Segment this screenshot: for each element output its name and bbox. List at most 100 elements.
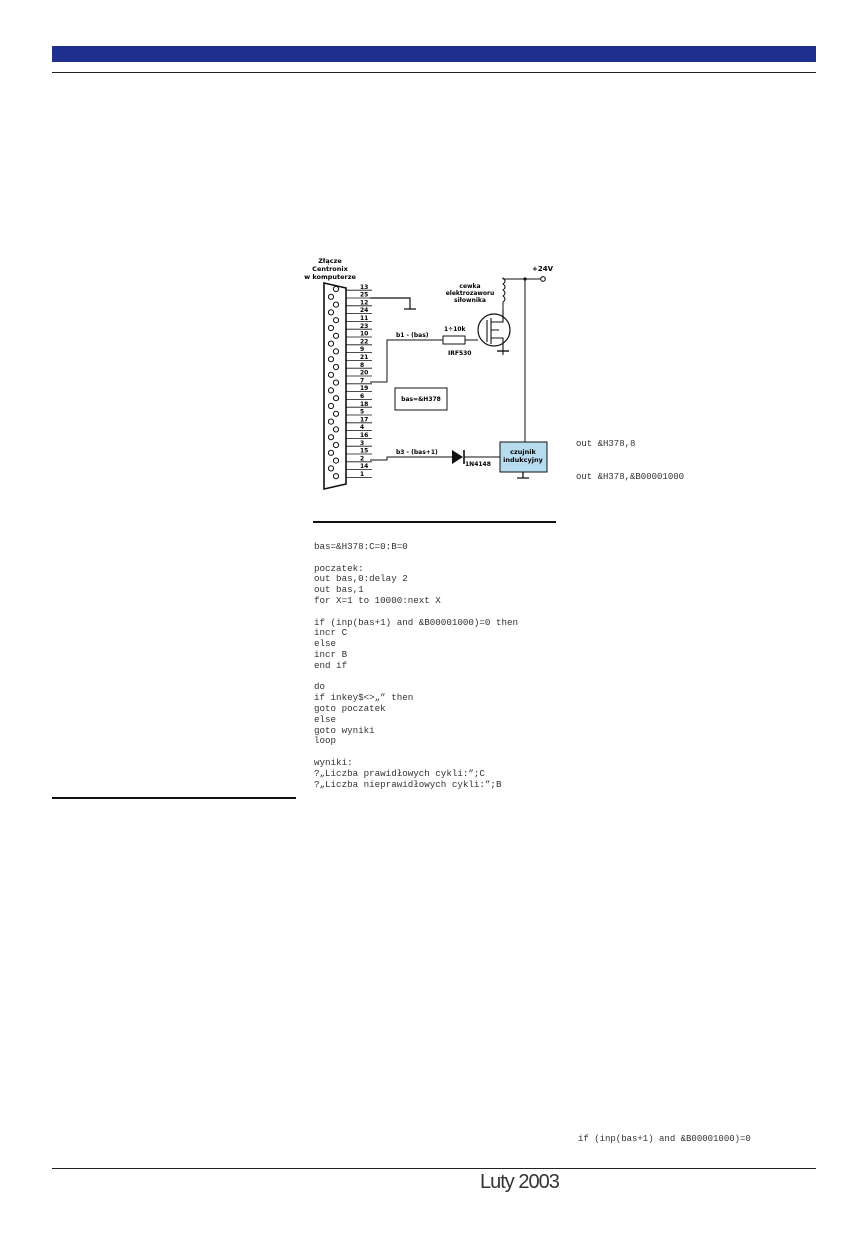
code-line: incr B	[314, 648, 348, 660]
pin-number: 21	[360, 354, 368, 361]
code-line: out bas,0:delay 2	[314, 573, 408, 585]
code-line: end if	[314, 659, 348, 671]
pin-number: 7	[360, 377, 364, 384]
resistor	[442, 335, 466, 345]
header-bar	[52, 46, 816, 62]
pin-number: 24	[360, 307, 368, 314]
code-line: ?„Liczba nieprawidłowych cykli:”;B	[314, 778, 502, 790]
code-line: wyniki:	[314, 756, 353, 768]
coil-label-2: elektrozaworu	[446, 290, 495, 297]
connector-pin	[332, 317, 340, 324]
sensor-label-2: indukcyjny	[503, 456, 543, 464]
code-block-rule	[313, 521, 556, 523]
b1-label: b1 - (bas)	[396, 332, 429, 339]
code-line: incr C	[314, 627, 348, 639]
code-line: if inkey$<>„” then	[314, 692, 414, 704]
pin-number: 4	[360, 424, 364, 431]
code-line: poczatek:	[314, 562, 364, 574]
side-code-out-2: out &H378,&B00001000	[576, 472, 685, 482]
left-column-rule	[52, 797, 296, 799]
transistor-label: IRF530	[448, 350, 471, 357]
connector-pin	[332, 395, 340, 402]
connector-pin	[332, 473, 340, 480]
ground-symbol-connector	[370, 297, 416, 310]
pin-number: 8	[360, 362, 364, 369]
pin-number: 10	[360, 331, 368, 338]
pin-number: 19	[360, 385, 368, 392]
pin-number: 20	[360, 370, 368, 377]
connector-pin	[327, 340, 335, 347]
connector-pin	[327, 465, 335, 472]
supply-label: +24V	[532, 265, 554, 273]
code-line: else	[314, 713, 337, 725]
coil	[502, 276, 525, 310]
pin-number: 11	[360, 315, 368, 322]
connector-pin	[332, 348, 340, 355]
connector-pin	[327, 387, 335, 394]
pin-number: 12	[360, 299, 368, 306]
pin-number: 2	[360, 455, 364, 462]
connector-pin	[332, 332, 340, 339]
connector-pin	[327, 356, 335, 363]
connector-pin	[327, 371, 335, 378]
pin-number: 14	[360, 463, 368, 470]
b1-wire	[370, 339, 468, 383]
diode-label: 1N4148	[465, 461, 491, 468]
mosfet-symbol	[486, 310, 504, 355]
pin-number: 23	[360, 323, 368, 330]
coil-label-1: cewka	[459, 283, 480, 290]
connector-pin	[332, 285, 340, 293]
sensor-box	[499, 441, 548, 473]
connector-pin	[327, 293, 335, 300]
header-rule	[52, 72, 816, 73]
connector-pin	[332, 441, 340, 449]
resistor-label: 1÷10k	[444, 326, 467, 333]
connector-pin	[332, 363, 340, 371]
pin-number: 6	[360, 393, 364, 400]
diode	[452, 450, 463, 464]
connector-pin	[332, 410, 340, 417]
connector-pin	[327, 309, 335, 316]
pin-number: 5	[360, 409, 364, 416]
pin-number: 22	[360, 338, 368, 345]
pin-number: 25	[360, 292, 368, 299]
code-line: else	[314, 638, 337, 650]
supply-terminal	[540, 276, 546, 282]
side-code-out-1: out &H378,8	[576, 439, 636, 449]
b3-wire	[370, 456, 452, 461]
pin-number: 13	[360, 284, 368, 291]
code-listing: bas=&H378:C=0:B=0 poczatek:out bas,0:del…	[314, 541, 518, 790]
code-line: goto poczatek	[314, 702, 386, 714]
connector-pin	[327, 418, 335, 425]
ground-symbol-sensor	[517, 472, 529, 479]
code-line: if (inp(bas+1) and &B00001000)=0 then	[314, 616, 518, 628]
pin-number: 16	[360, 432, 368, 439]
code-line: for X=1 to 10000:next X	[314, 594, 441, 606]
code-line	[314, 672, 518, 683]
connector-label-1: Złącze	[318, 257, 342, 265]
sensor-label-1: czujnik	[510, 448, 536, 456]
pin-number: 18	[360, 401, 368, 408]
pin-number: 15	[360, 448, 368, 455]
pin-number: 17	[360, 416, 368, 423]
code-line: ?„Liczba prawidłowych cykli:”;C	[314, 767, 485, 779]
code-line: do	[314, 681, 326, 693]
circuit-diagram: Złącze Centronix w komputerze 1325122411…	[304, 257, 554, 491]
pin-number: 1	[360, 471, 364, 478]
connector-pin	[332, 301, 340, 308]
code-line	[314, 553, 518, 564]
bas-box-label: bas=&H378	[401, 396, 441, 403]
coil-label-3: siłownika	[454, 297, 486, 304]
code-line: out bas,1	[314, 584, 364, 596]
connector-label-3: w komputerze	[304, 273, 356, 281]
code-line	[314, 607, 518, 618]
connector-pin	[332, 457, 340, 464]
connector-pin	[327, 324, 335, 332]
connector-pin	[327, 434, 335, 441]
b3-label: b3 - (bas+1)	[396, 449, 438, 456]
footer-rule	[52, 1168, 816, 1169]
pin-group: 1325122411231022921820719618517416315214…	[327, 284, 372, 480]
code-line: bas=&H378:C=0:B=0	[314, 541, 408, 552]
bas-box	[394, 387, 448, 411]
connector-label-2: Centronix	[312, 265, 348, 273]
